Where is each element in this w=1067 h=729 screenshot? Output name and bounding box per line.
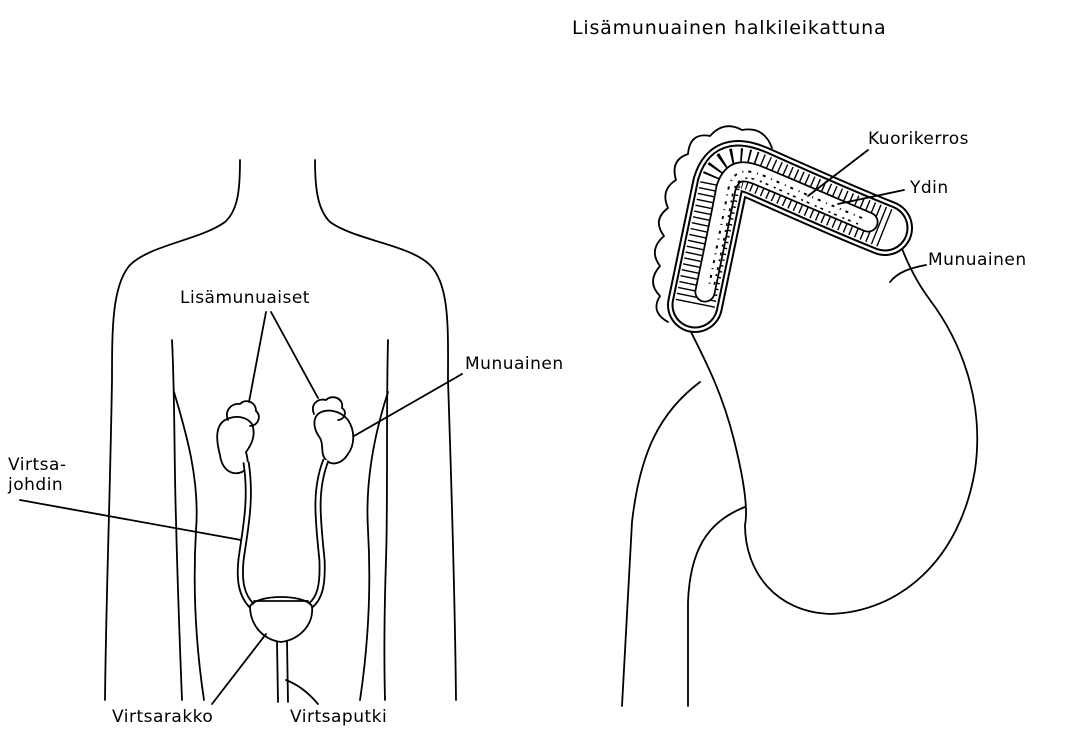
diagram-title: Lisämunuainen halkileikattuna <box>572 17 886 39</box>
body-outline <box>105 160 456 700</box>
leader-kidney-section <box>890 265 926 282</box>
leader-urethra <box>286 680 318 704</box>
label-kidney-section: Munuainen <box>928 250 1027 270</box>
leader-ureter <box>20 500 241 540</box>
urethra-left-wall <box>277 642 278 702</box>
body-figure: Lisämunuaiset Munuainen Virtsa- johdin V… <box>7 160 564 727</box>
left-adrenal-gland <box>227 401 259 426</box>
label-medulla: Ydin <box>909 178 949 198</box>
label-bladder: Virtsarakko <box>112 707 213 727</box>
label-cortex: Kuorikerros <box>868 129 969 149</box>
left-neck-shoulder-arm <box>105 160 240 700</box>
bladder <box>250 597 312 642</box>
label-ureter-line2: johdin <box>7 475 63 495</box>
right-kidney <box>313 397 353 463</box>
label-urethra: Virtsaputki <box>290 707 387 727</box>
ureters <box>240 460 326 606</box>
section-figure: Kuorikerros Ydin Munuainen <box>622 126 1027 706</box>
right-adrenal-gland <box>313 397 345 420</box>
leader-adrenal-right <box>271 312 318 398</box>
label-kidney-body: Munuainen <box>465 354 564 374</box>
kidney-outline <box>690 238 977 614</box>
right-kidney-outline <box>314 411 353 464</box>
left-torso-side <box>174 392 204 700</box>
adrenal-cross-section <box>653 126 885 322</box>
left-kidney <box>217 401 259 473</box>
body-leader-lines <box>20 312 462 704</box>
renal-pelvis-inner-curve <box>688 507 745 706</box>
leader-bladder <box>212 634 266 704</box>
label-ureter-line1: Virtsa- <box>8 455 67 475</box>
urethra-right-wall <box>287 642 288 702</box>
leader-adrenal-left <box>249 312 266 402</box>
leader-kidney-left <box>354 374 462 436</box>
left-inner-arm <box>172 340 182 700</box>
label-adrenal-glands: Lisämunuaiset <box>180 288 310 308</box>
